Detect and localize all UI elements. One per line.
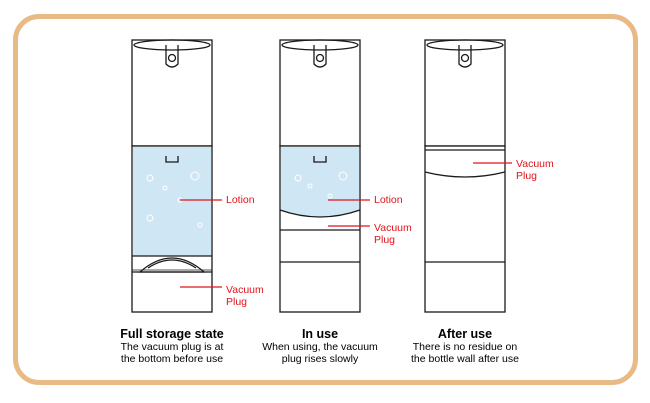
label-vacuum-plug-3-line1: Vacuum xyxy=(516,158,554,170)
label-vacuum-plug-1-line2: Plug xyxy=(226,296,248,308)
label-vacuum-plug-1: Vacuum Plug xyxy=(226,284,264,308)
bottle-3-plug-bottom xyxy=(424,171,506,178)
caption-2-desc-line1: When using, the vacuum xyxy=(262,341,378,353)
caption-2-desc-line2: plug rises slowly xyxy=(281,353,359,365)
caption-1-title: Full storage state xyxy=(120,327,224,341)
caption-1-desc-line2: the bottom before use xyxy=(120,353,224,365)
caption-2-title: In use xyxy=(301,327,339,341)
bottle-in-use xyxy=(279,39,361,313)
bottle-1-nozzle-hole xyxy=(167,53,177,63)
caption-3-desc-line2: the bottle wall after use xyxy=(411,353,519,365)
bottle-3-cap-top xyxy=(426,39,504,51)
bottle-2-cap-top xyxy=(281,39,359,51)
bottle-2-bubbles xyxy=(294,171,348,199)
bottle-2-nozzle-hole xyxy=(315,53,325,63)
bottle-3-nozzle-hole xyxy=(460,53,470,63)
bottle-1-lotion xyxy=(133,147,211,256)
bottle-1-nozzle xyxy=(165,45,179,68)
bottle-1-cap xyxy=(131,39,213,147)
caption-3-title: After use xyxy=(437,327,493,341)
bottle-2-plug-top xyxy=(279,209,361,218)
bottle-3-nozzle xyxy=(458,45,472,68)
leader-lines xyxy=(180,162,512,288)
label-vacuum-plug-3-line2: Plug xyxy=(516,170,538,182)
bottle-3-body xyxy=(424,145,506,313)
caption-in-use: In use When using, the vacuum plug rises… xyxy=(245,327,395,365)
bottle-2-lotion xyxy=(281,147,359,217)
label-lotion-1: Lotion xyxy=(226,194,255,206)
bottle-full-storage xyxy=(131,39,213,313)
caption-after-use: After use There is no residue on the bot… xyxy=(390,327,540,365)
bottle-2-cap xyxy=(279,39,361,147)
label-vacuum-plug-1-line1: Vacuum xyxy=(226,284,264,296)
label-lotion-2: Lotion xyxy=(374,194,403,206)
bottle-after-use xyxy=(424,39,506,313)
caption-3-desc-line1: There is no residue on xyxy=(412,341,518,353)
bottle-1-cap-top xyxy=(133,39,211,51)
bottle-1-pump-tip xyxy=(165,156,179,163)
label-vacuum-plug-2: Vacuum Plug xyxy=(374,222,412,246)
bottle-2-nozzle xyxy=(313,45,327,68)
caption-full-storage: Full storage state The vacuum plug is at… xyxy=(97,327,247,365)
bottle-1-plug-inner xyxy=(147,259,197,269)
caption-1-desc-line1: The vacuum plug is at xyxy=(120,341,224,353)
label-vacuum-plug-3: Vacuum Plug xyxy=(516,158,554,182)
label-vacuum-plug-2-line1: Vacuum xyxy=(374,222,412,234)
label-vacuum-plug-2-line2: Plug xyxy=(374,234,396,246)
bottle-3-cap xyxy=(424,39,506,147)
bottle-2-pump-tip xyxy=(313,156,327,163)
bottle-1-bubbles xyxy=(146,171,203,228)
